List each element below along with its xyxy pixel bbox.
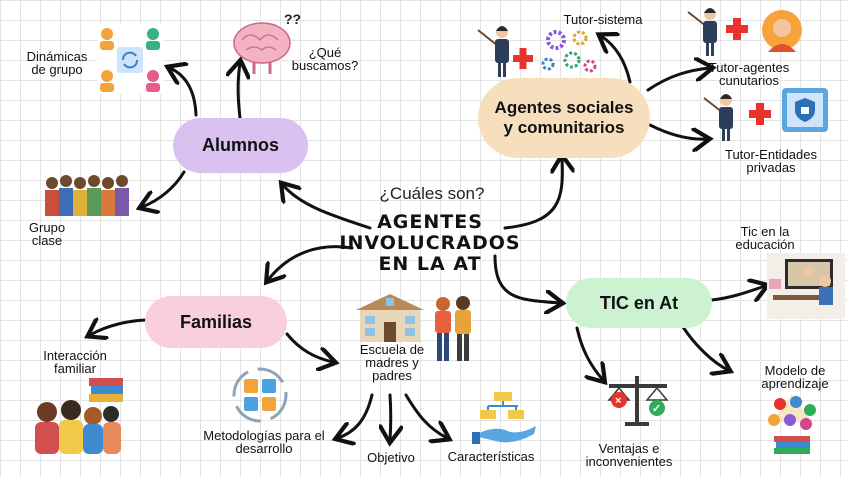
arrow-escuela-objetivo [390,393,391,440]
arrow-escuela-metodologias [338,393,374,438]
student-group-icon [45,175,129,216]
arrow-alumnos-grupo [142,170,186,207]
label-ventajas: Ventajas e inconvenientes [585,441,673,469]
arrow-alumnos-dinamicas [170,68,198,117]
label-interaccion: Interacción familiar [43,348,107,376]
arrow-agentes-sistema [601,36,632,84]
label-metodologias: Metodologías para el desarrollo [203,428,325,456]
center-title: AGENTES INVOLUCRADOS EN LA AT [339,211,521,275]
arrow-tic-modelo [681,325,728,370]
parents-icon [435,296,471,361]
arrow-escuela-caracteristicas [404,393,447,438]
label-caracteristicas: Características [447,449,535,464]
label-grupo-clase: Grupo clase [28,220,66,248]
node-alumnos[interactable]: Alumnos [173,118,308,173]
node-tic-label: TIC en At [599,292,679,313]
group-dynamics-icon [97,24,163,94]
label-objetivo: Objetivo [367,450,415,465]
arrow-tic-ventajas [575,326,603,380]
plus-icon [749,103,771,125]
arrow-familias-escuela [285,332,333,362]
teacher-sistema-icon [477,26,509,77]
label-dinamicas: Dinámicas de grupo [26,49,88,77]
center-question: ¿Cuáles son? [379,184,485,203]
arrow-center-tic [493,254,560,303]
label-modelo: Modelo de aprendizaje [761,363,829,391]
arrow-agentes-tutoragentes [646,68,710,92]
brain-icon: ?? [233,11,301,74]
node-agentes[interactable]: Agentes sociales y comunitarios [478,78,650,158]
arrow-tic-ticeducacion [710,286,765,300]
teacher-entidades-icon [703,94,733,141]
support-agent-icon [762,10,802,52]
plus-icon [726,18,748,40]
learning-model-icon [768,394,816,454]
label-tutor-agentes: Tutor-agentes cunutarios [708,60,790,88]
arrow-center-agentes [503,158,562,230]
node-familias-label: Familias [179,311,253,332]
node-tic[interactable]: TIC en At [566,278,712,328]
online-class-icon [767,253,845,319]
node-alumnos-label: Alumnos [201,135,279,155]
arrow-alumnos-quebuscamos [238,63,240,120]
methodology-icon [232,367,288,423]
gears-icon [541,30,597,73]
plus-icon [513,48,533,69]
label-escuela: Escuela de madres y padres [359,342,425,383]
arrow-familias-interaccion [90,320,152,335]
svg-text:??: ?? [284,11,301,27]
label-tic-educacion: Tic en la educación [735,224,795,252]
building-lock-icon [782,88,828,132]
label-tutor-sistema: Tutor-sistema [563,12,643,27]
balance-scale-icon: × ✓ [607,376,669,426]
hand-diagram-icon [472,392,536,444]
arrow-center-familias [268,245,354,280]
arrow-agentes-entidades [648,123,707,139]
node-familias[interactable]: Familias [145,296,287,348]
arrow-center-alumnos [283,185,372,230]
school-icon [356,294,424,342]
label-tutor-entidades: Tutor-Entidades privadas [724,147,817,175]
svg-text:✓: ✓ [652,403,661,415]
svg-text:×: × [615,395,621,407]
node-agentes-label: Agentes sociales y comunitarios [494,98,634,137]
family-interaction-icon [35,378,123,454]
label-que-buscamos: ¿Qué buscamos? [291,45,359,73]
teacher-agentes-icon [687,8,717,56]
